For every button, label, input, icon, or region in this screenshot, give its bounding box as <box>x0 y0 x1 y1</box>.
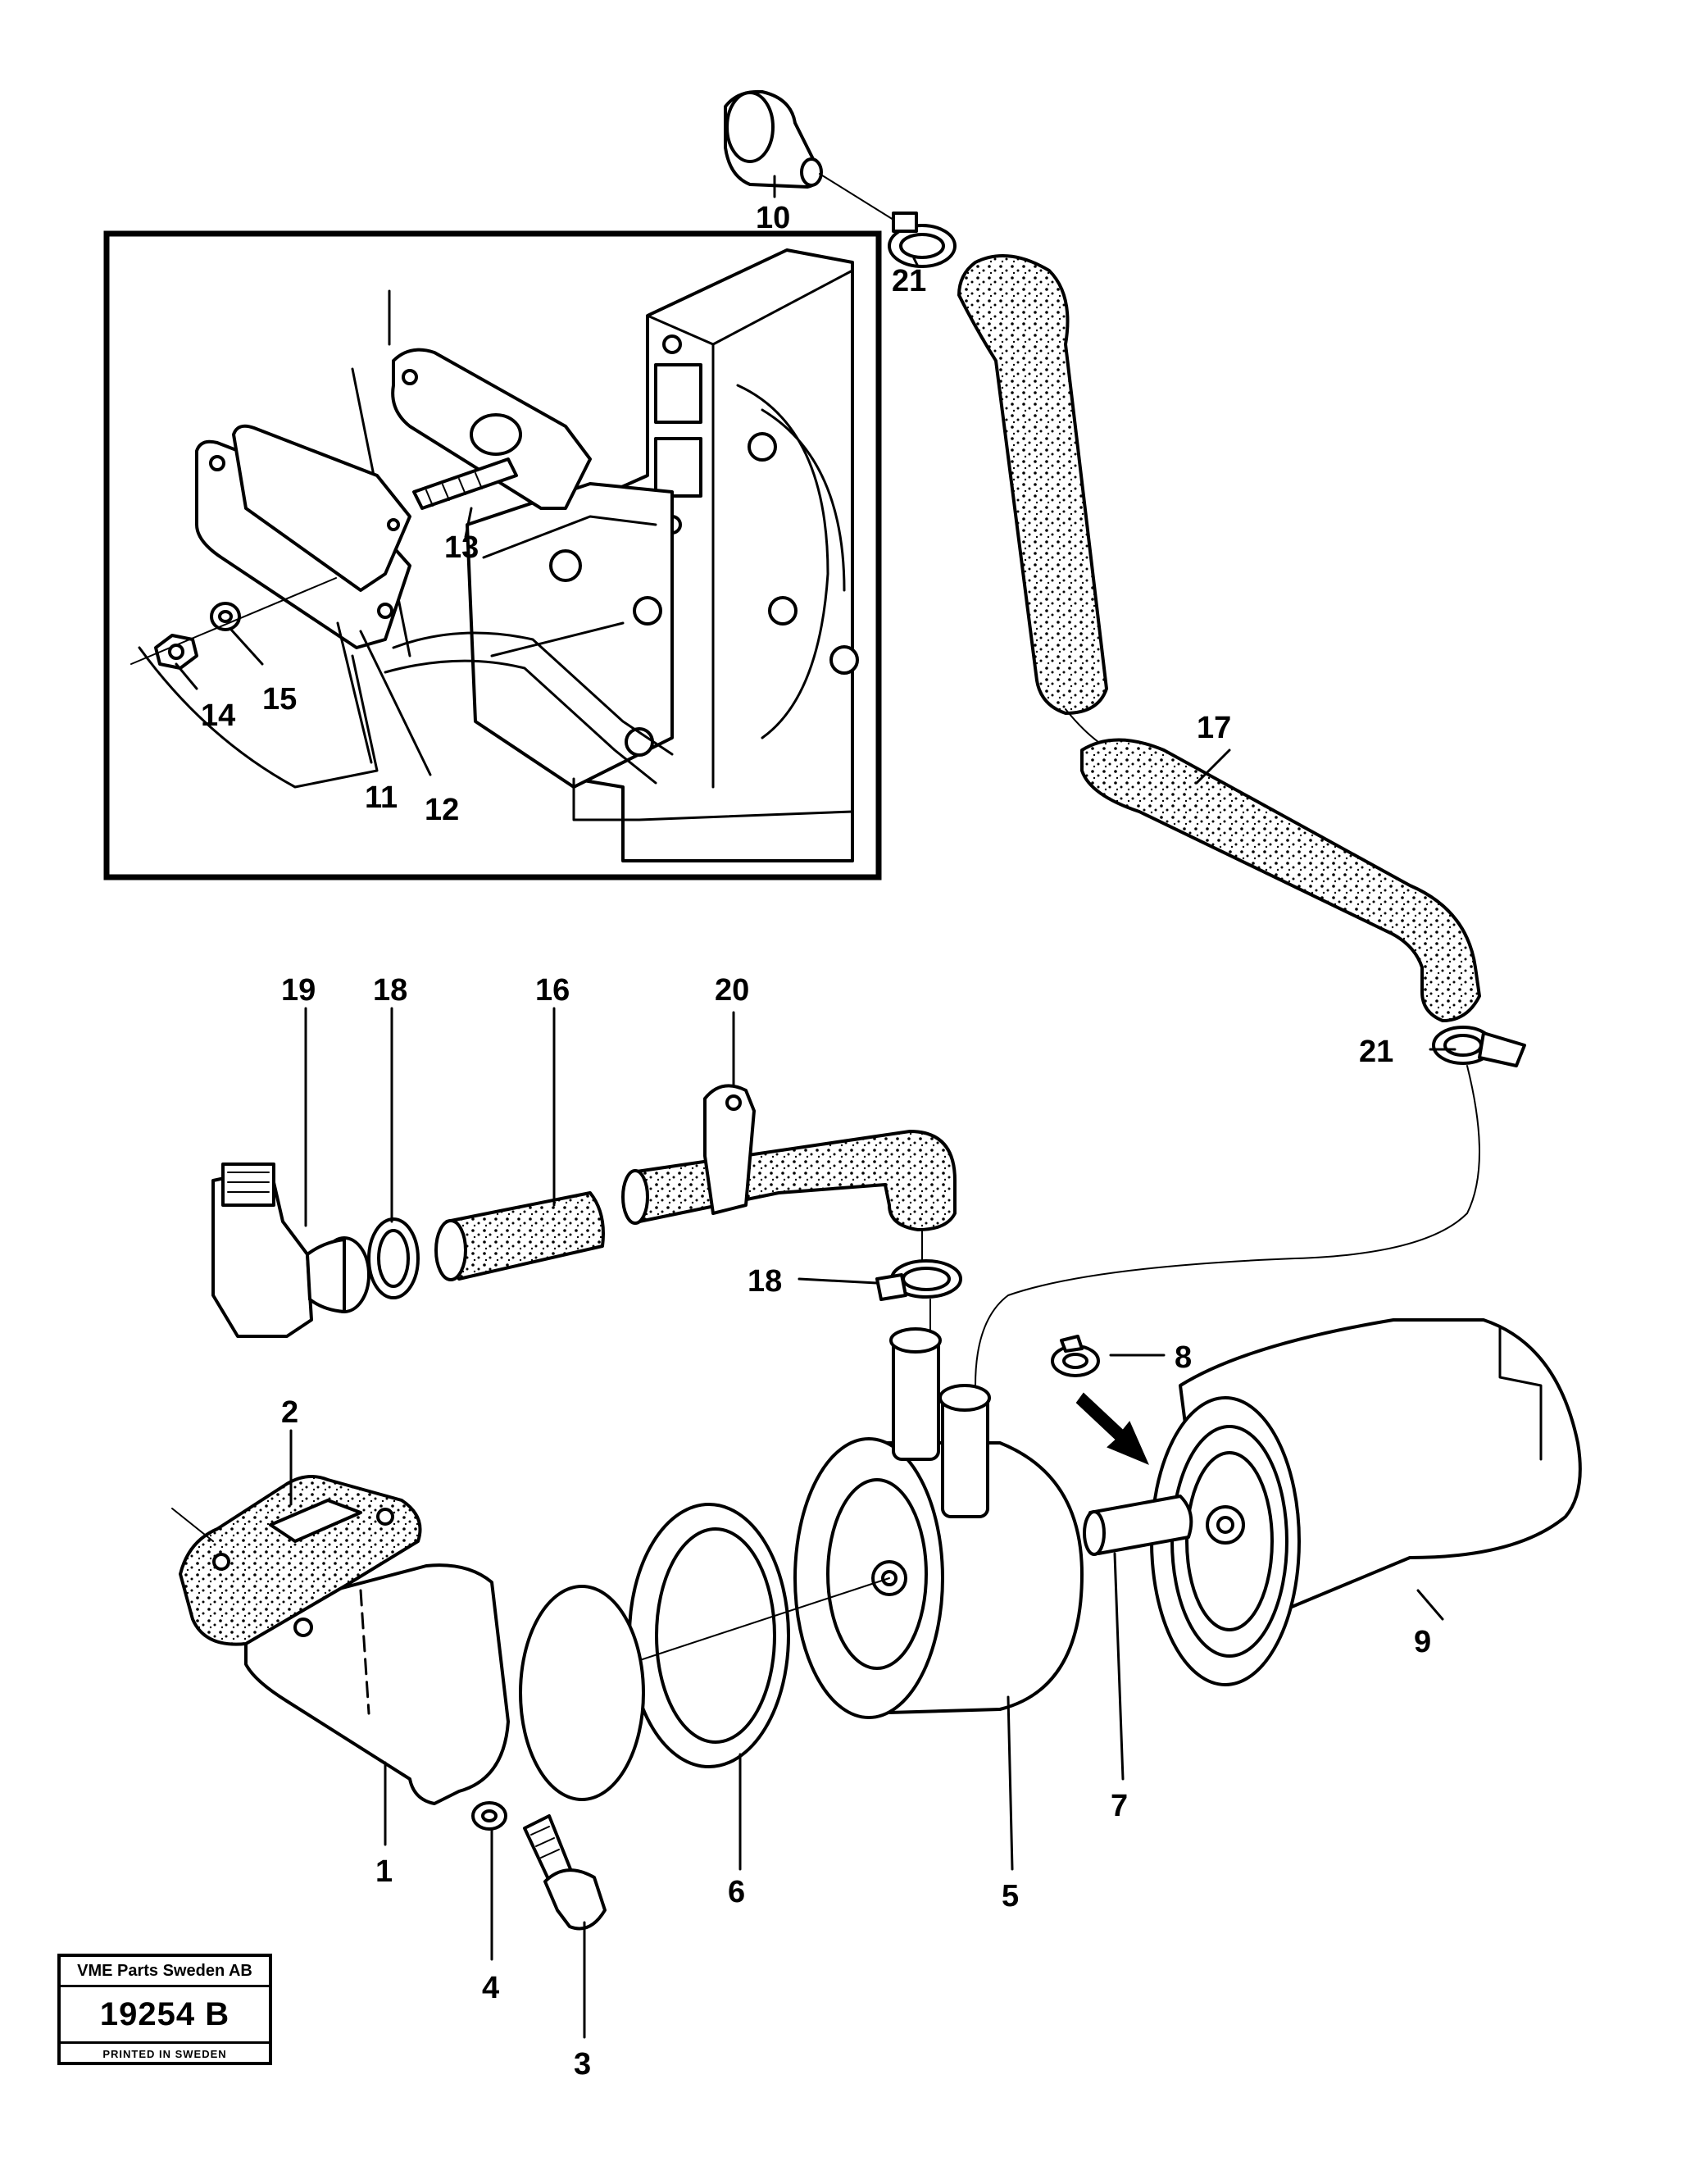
clamp-18-right <box>875 1259 962 1301</box>
clamp-18-left <box>367 1217 420 1299</box>
inset-gasket-12 <box>232 424 411 592</box>
inset-gasket-plate <box>391 348 592 510</box>
callouts: 10 21 13 14 15 11 12 17 19 18 16 20 21 1… <box>201 201 1431 2082</box>
hose-17 <box>1080 738 1481 1022</box>
callout-8: 8 <box>1175 1340 1192 1375</box>
stamp-company: VME Parts Sweden AB <box>61 1957 269 1987</box>
callout-13: 13 <box>444 530 479 565</box>
callout-15: 15 <box>262 682 297 717</box>
bolt-3 <box>523 1814 607 1931</box>
callout-7: 7 <box>1111 1789 1128 1823</box>
pipe-20 <box>621 1084 957 1231</box>
callout-3: 3 <box>574 2047 591 2082</box>
callout-10: 10 <box>756 201 790 235</box>
elbow-fitting-19 <box>211 1163 370 1338</box>
lock-washer-8 <box>1051 1335 1100 1377</box>
callout-14: 14 <box>201 698 235 733</box>
callout-16: 16 <box>535 973 570 1008</box>
callout-5: 5 <box>1002 1879 1019 1913</box>
o-ring-6 <box>628 1503 790 1768</box>
inset-frame <box>103 230 882 880</box>
hose-assembly-line <box>1065 708 1099 743</box>
hose-16 <box>443 1191 605 1281</box>
inset-washer-15 <box>210 602 241 631</box>
inset-nut-14 <box>154 634 198 670</box>
hose-16-end <box>434 1219 467 1281</box>
callout-18-right: 18 <box>748 1264 782 1299</box>
cap-10 <box>724 89 823 189</box>
cover-1 <box>244 1563 645 1805</box>
clamp-21-upper <box>888 212 957 268</box>
oil-cooler-5 <box>793 1327 1084 1719</box>
clamp-21-lower <box>1432 1026 1526 1067</box>
cap-assembly-line <box>819 173 894 221</box>
inset-stud-13 <box>412 457 518 510</box>
gasket-lead <box>171 1508 214 1542</box>
callout-9: 9 <box>1414 1625 1431 1659</box>
callout-19: 19 <box>281 973 316 1008</box>
callout-11: 11 <box>365 780 398 815</box>
catalog-stamp: VME Parts Sweden AB 19254 B PRINTED IN S… <box>57 1954 272 2065</box>
nipple-7 <box>1083 1495 1193 1556</box>
leader-lines <box>175 175 1457 2039</box>
stamp-printed-in: PRINTED IN SWEDEN <box>102 2048 227 2060</box>
callout-2: 2 <box>281 1395 298 1430</box>
callout-4: 4 <box>482 1971 499 2005</box>
inset-assembly-line <box>130 577 337 665</box>
inset-engine-block <box>138 248 859 862</box>
callout-20: 20 <box>715 973 749 1008</box>
callout-21-lower: 21 <box>1359 1035 1393 1069</box>
oil-filter-9 <box>1150 1318 1582 1686</box>
direction-arrow-icon <box>1075 1392 1149 1465</box>
callout-12: 12 <box>425 793 459 827</box>
stamp-drawing-number: 19254 B <box>61 1987 269 2044</box>
callout-18-left: 18 <box>373 973 407 1008</box>
callout-17: 17 <box>1197 711 1231 745</box>
gasket-2 <box>179 1475 422 1646</box>
callout-21-upper: 21 <box>892 264 926 298</box>
washer-4 <box>471 1801 507 1831</box>
callout-6: 6 <box>728 1875 745 1909</box>
callout-1: 1 <box>375 1854 393 1889</box>
upper-hose <box>957 254 1108 715</box>
lower-return-line <box>975 1065 1480 1386</box>
